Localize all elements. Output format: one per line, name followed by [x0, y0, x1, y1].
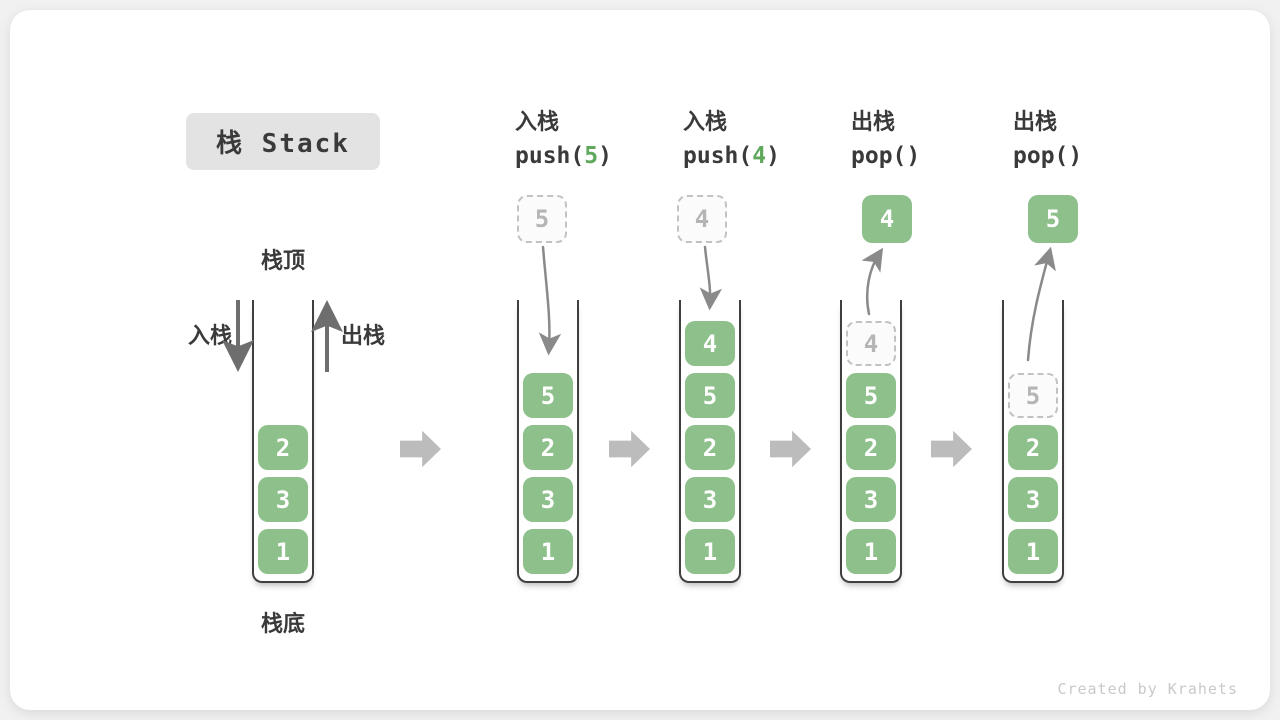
op-label-pop-4: 出栈 pop() [851, 104, 920, 169]
stack-cell: 2 [258, 425, 308, 470]
pushed-element-ghost-5: 5 [517, 195, 567, 243]
stack-cell: 2 [523, 425, 573, 470]
op-label-pop-5: 出栈 pop() [1013, 104, 1082, 169]
watermark: Created by Krahets [1057, 680, 1238, 698]
op-code-suffix: ) [1068, 143, 1083, 169]
stack-cell: 1 [523, 529, 573, 574]
stack-state-initial: 2 3 1 [252, 300, 314, 583]
stack-cell: 1 [685, 529, 735, 574]
stack-cell: 5 [685, 373, 735, 418]
stack-cell-ghost: 5 [1008, 373, 1058, 418]
op-code-prefix: pop( [851, 143, 907, 169]
stack-cell: 2 [1008, 425, 1058, 470]
stack-cell: 5 [846, 373, 896, 418]
op-code: pop() [1013, 143, 1082, 169]
op-code-arg: 4 [752, 143, 767, 169]
stack-state-after-pop-5: 5 2 3 1 [1002, 300, 1064, 583]
op-code: pop() [851, 143, 920, 169]
stack-cell-ghost: 4 [846, 321, 896, 366]
label-stack-top: 栈顶 [260, 249, 305, 274]
popped-element-5: 5 [1028, 195, 1078, 243]
op-code-prefix: push( [515, 143, 585, 169]
stack-cell: 1 [258, 529, 308, 574]
stack-cell: 3 [685, 477, 735, 522]
stack-cell: 3 [523, 477, 573, 522]
label-push-side: 入栈 [188, 324, 233, 349]
stack-cell: 4 [685, 321, 735, 366]
stack-cell: 3 [1008, 477, 1058, 522]
popped-element-4: 4 [862, 195, 912, 243]
stack-state-after-push-4: 4 5 2 3 1 [679, 300, 741, 583]
stack-cell: 2 [685, 425, 735, 470]
op-action: 出栈 [851, 110, 896, 135]
stack-state-after-pop-4: 4 5 2 3 1 [840, 300, 902, 583]
op-action: 出栈 [1013, 110, 1058, 135]
label-stack-bottom: 栈底 [260, 612, 305, 637]
op-label-push-5: 入栈 push(5) [515, 104, 612, 169]
stack-cell: 3 [258, 477, 308, 522]
stack-cell: 5 [523, 373, 573, 418]
stack-cell: 3 [846, 477, 896, 522]
op-code-prefix: push( [683, 143, 753, 169]
stack-cell: 1 [1008, 529, 1058, 574]
op-code-arg: 5 [584, 143, 599, 169]
op-action: 入栈 [683, 110, 728, 135]
diagram-title: 栈 Stack [186, 113, 380, 170]
op-code-suffix: ) [598, 143, 612, 169]
op-label-push-4: 入栈 push(4) [683, 104, 780, 169]
stack-state-after-push-5: 5 2 3 1 [517, 300, 579, 583]
op-code: push(5) [515, 143, 612, 169]
op-action: 入栈 [515, 110, 560, 135]
label-pop-side: 出栈 [341, 324, 386, 349]
op-code-suffix: ) [906, 143, 921, 169]
op-code-suffix: ) [766, 143, 780, 169]
op-code: push(4) [683, 143, 780, 169]
stack-cell: 1 [846, 529, 896, 574]
op-code-prefix: pop( [1013, 143, 1069, 169]
stack-cell: 2 [846, 425, 896, 470]
pushed-element-ghost-4: 4 [677, 195, 727, 243]
diagram-title-text: 栈 Stack [216, 129, 350, 159]
